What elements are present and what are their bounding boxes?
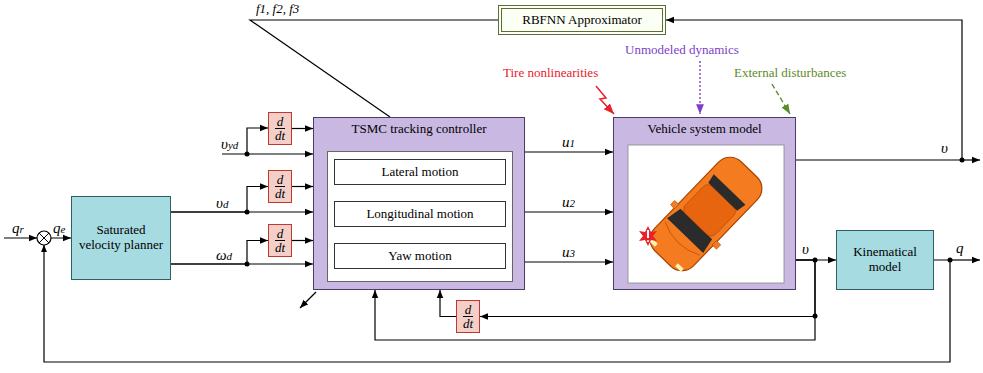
process-box: Lateral motion xyxy=(334,159,506,185)
derivative-operator: dt xyxy=(273,187,287,200)
signal-label: f1, f2, f3 xyxy=(256,2,299,17)
collision-star xyxy=(639,226,657,246)
signal-label: u1 xyxy=(562,134,575,151)
signal-connector xyxy=(525,261,613,262)
dashed-arrow xyxy=(772,84,790,114)
node-text: Longitudinal motion xyxy=(366,207,473,222)
derivative-box: ddt xyxy=(268,112,292,145)
signal-connector xyxy=(440,290,456,317)
signal-label: υ xyxy=(941,140,948,157)
derivative-operator: dt xyxy=(461,317,475,330)
signal-label: qe xyxy=(53,220,65,237)
derivative-box: ddt xyxy=(268,170,292,203)
lightning-arrow xyxy=(596,86,614,114)
signal-connector xyxy=(171,241,268,265)
signal-connector xyxy=(292,128,313,129)
node-text: Lateral motion xyxy=(382,165,459,180)
planner-box: Saturated velocity planner xyxy=(71,196,171,280)
annotation-text: External disturbances xyxy=(734,66,846,81)
signal-label: q xyxy=(956,240,964,257)
derivative-box: ddt xyxy=(268,224,292,257)
signal-label: u2 xyxy=(562,194,575,211)
derivative-operator: dt xyxy=(273,129,287,142)
plant-box: Vehicle system model xyxy=(613,117,796,290)
signal-label: ωd xyxy=(216,247,232,264)
vehicle-box-fill xyxy=(613,117,796,290)
signal-connector xyxy=(480,260,815,317)
derivative-operator: d xyxy=(275,115,286,129)
dotted-arrow xyxy=(699,61,700,114)
signal-connector xyxy=(250,20,498,117)
signal-connector xyxy=(525,211,613,212)
signal-connector xyxy=(44,238,950,362)
node-text: Yaw motion xyxy=(388,249,451,264)
signal-label: υ xyxy=(802,241,809,258)
derivative-operator: d xyxy=(275,227,286,241)
node-text: Kinematical model xyxy=(841,245,929,275)
process-box: Longitudinal motion xyxy=(334,201,506,227)
signal-label: υyd xyxy=(221,136,238,153)
signal-label: υd xyxy=(216,195,228,212)
derivative-operator: dt xyxy=(273,241,287,254)
node-text: RBFNN Approximator xyxy=(522,13,642,28)
signal-connector xyxy=(171,187,268,213)
signal-label: u3 xyxy=(562,244,575,261)
signal-connector xyxy=(666,20,962,160)
signal-connector xyxy=(292,186,313,187)
node-text: Vehicle system model xyxy=(647,122,761,137)
derivative-operator: d xyxy=(463,303,474,317)
derivative-box: ddt xyxy=(456,300,480,333)
signal-label: qr xyxy=(12,220,24,237)
node-text: TSMC tracking controller xyxy=(351,122,486,137)
signal-connector xyxy=(292,240,313,241)
controller-box: TSMC tracking controllerLateral motionLo… xyxy=(313,117,525,290)
kinematics-box: Kinematical model xyxy=(836,230,934,290)
annotation-text: Unmodeled dynamics xyxy=(625,43,739,58)
car-illustration xyxy=(640,147,772,281)
junction-dots xyxy=(245,152,965,319)
signal-wires xyxy=(4,128,980,308)
node-text: Saturated velocity planner xyxy=(76,223,166,253)
signal-connector xyxy=(525,151,613,152)
process-box: Yaw motion xyxy=(334,243,506,269)
annotation-text: Tire nonlinearities xyxy=(503,66,598,81)
approximator-box: RBFNN Approximator xyxy=(498,5,666,35)
car-picture-frame xyxy=(628,145,784,283)
derivative-operator: d xyxy=(275,173,286,187)
